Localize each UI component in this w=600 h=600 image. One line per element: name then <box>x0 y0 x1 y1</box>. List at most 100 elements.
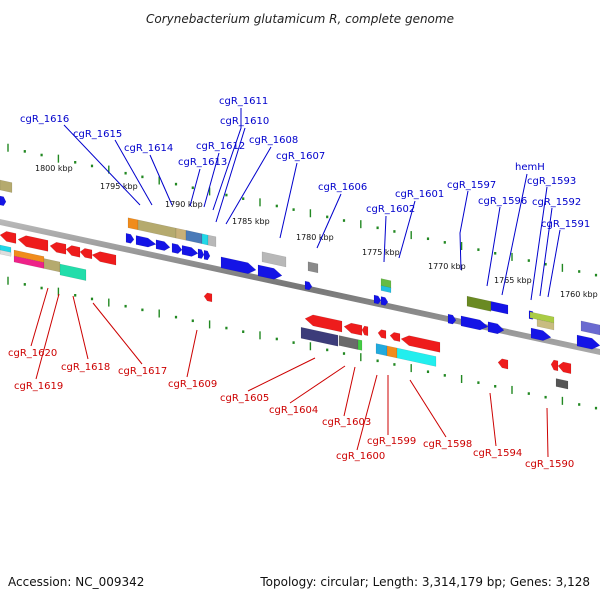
leader-line <box>501 173 528 296</box>
gene-feature <box>137 219 177 239</box>
gene-label: cgR_1596 <box>478 196 527 207</box>
gene-feature <box>361 325 369 337</box>
leader-line <box>279 162 298 239</box>
leader-line <box>459 190 469 271</box>
kbp-label: 1765 kbp <box>494 276 532 285</box>
gene-label: cgR_1611 <box>219 96 268 107</box>
gene-label: cgR_1591 <box>541 219 590 230</box>
gene-feature <box>555 378 569 390</box>
gene-feature <box>487 321 505 335</box>
gene-label: cgR_1597 <box>447 180 496 191</box>
gene-feature <box>207 234 217 248</box>
leader-line <box>72 295 89 360</box>
gene-label: cgR_1603 <box>322 417 371 428</box>
leader-line <box>547 229 561 298</box>
gene-feature <box>580 320 600 336</box>
gene-feature <box>386 345 398 359</box>
gene-label: cgR_1608 <box>249 135 298 146</box>
gene-label: cgR_1593 <box>527 176 576 187</box>
leader-line <box>343 366 356 417</box>
gene-feature <box>43 258 61 273</box>
kbp-label: 1800 kbp <box>35 164 73 173</box>
gene-label: cgR_1601 <box>395 189 444 200</box>
gene-feature <box>175 227 187 241</box>
gene-label: cgR_1615 <box>73 129 122 140</box>
gene-label: cgR_1607 <box>276 151 325 162</box>
leader-line <box>383 215 387 263</box>
gene-feature <box>389 332 401 342</box>
genome-summary-text: Topology: circular; Length: 3,314,179 bp… <box>259 575 590 589</box>
gene-feature <box>490 301 509 315</box>
gene-label: cgR_1604 <box>269 405 318 416</box>
leader-line <box>398 200 416 259</box>
gene-feature <box>557 361 572 375</box>
gene-label: cgR_1602 <box>366 204 415 215</box>
leader-line <box>546 407 549 458</box>
gene-feature <box>203 249 211 261</box>
gene-feature <box>257 264 283 280</box>
gene-feature <box>530 327 552 341</box>
gene-feature <box>338 335 359 350</box>
kbp-label: 1785 kbp <box>232 217 270 226</box>
gene-label: cgR_1600 <box>336 451 385 462</box>
gene-feature <box>59 263 87 281</box>
gene-feature <box>300 326 339 347</box>
tick-track-lower <box>7 276 598 410</box>
gene-label: cgR_1609 <box>168 379 217 390</box>
gene-label: cgR_1620 <box>8 348 57 359</box>
gene-label: cgR_1599 <box>367 436 416 447</box>
gene-feature <box>377 329 387 339</box>
label-leader-lines <box>30 108 561 458</box>
gene-feature <box>261 251 287 268</box>
gene-feature <box>550 359 559 372</box>
leader-line <box>215 127 246 223</box>
kbp-label: 1775 kbp <box>362 248 400 257</box>
gene-feature <box>17 235 49 252</box>
gene-feature <box>171 242 183 254</box>
kbp-label: 1795 kbp <box>100 182 138 191</box>
gene-feature <box>91 251 117 266</box>
gene-feature <box>65 245 81 258</box>
gene-feature <box>343 322 363 336</box>
gene-feature <box>373 294 382 305</box>
gene-feature <box>380 285 392 294</box>
gene-feature <box>307 261 319 274</box>
accession-text: Accession: NC_009342 <box>8 575 144 589</box>
kbp-label: 1790 kbp <box>165 200 203 209</box>
leader-line <box>247 357 316 392</box>
gene-label: cgR_1612 <box>196 141 245 152</box>
gene-feature <box>460 315 489 331</box>
gene-label: cgR_1619 <box>14 381 63 392</box>
leader-line <box>489 392 497 447</box>
leader-line <box>30 287 49 347</box>
leader-line <box>114 139 153 206</box>
gene-feature <box>185 229 203 245</box>
leader-line <box>149 154 173 206</box>
leader-line <box>289 365 346 404</box>
gene-feature <box>304 314 343 333</box>
gene-feature <box>49 241 67 255</box>
gene-feature <box>135 235 157 248</box>
gene-feature <box>181 245 199 257</box>
leader-line <box>486 206 501 287</box>
gene-feature <box>375 343 388 357</box>
gene-label: cgR_1618 <box>61 362 110 373</box>
gene-label: cgR_1606 <box>318 182 367 193</box>
gene-feature <box>220 256 257 274</box>
gene-feature <box>125 232 135 244</box>
leader-line <box>63 124 141 206</box>
leader-line <box>530 186 548 301</box>
gene-feature <box>396 347 437 367</box>
gene-feature <box>0 231 17 244</box>
leader-line <box>356 374 378 451</box>
leader-line <box>189 168 201 207</box>
leader-line <box>539 207 553 297</box>
kbp-label: 1770 kbp <box>428 262 466 271</box>
leader-line <box>409 379 447 438</box>
gene-feature <box>0 249 12 257</box>
leader-line <box>35 293 60 380</box>
gene-label: cgR_1616 <box>20 114 69 125</box>
gene-label: cgR_1598 <box>423 439 472 450</box>
